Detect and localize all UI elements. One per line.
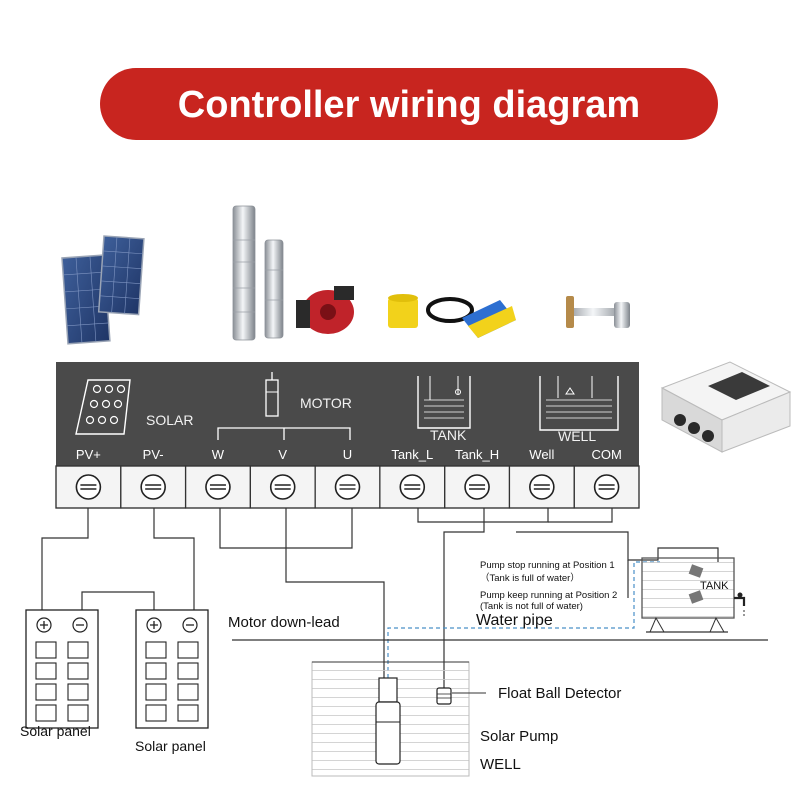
panel-tank-label: TANK xyxy=(430,427,467,443)
controller-box-icon xyxy=(660,361,792,453)
controller-panel: SOLAR MOTOR TANK WELL PV+ PV- W V U Tank_L Tan… xyxy=(56,362,639,466)
title-pill xyxy=(100,68,718,140)
minus-terminal-icon xyxy=(72,617,88,633)
wire-panel-series xyxy=(81,591,155,612)
terminal-block xyxy=(55,465,640,509)
terminal-label: COM xyxy=(591,447,621,462)
water-pipe-label: Water pipe xyxy=(476,612,553,629)
sensor-icon xyxy=(566,296,630,328)
pump-keep-note: (Tank is not full of water) xyxy=(480,601,583,612)
minus-terminal-icon xyxy=(182,617,198,633)
pump-stop-text: Pump stop running at Position 1 xyxy=(480,560,615,571)
title-banner: Controller wiring diagram xyxy=(100,68,718,140)
terminal-label: U xyxy=(343,447,352,462)
terminal-labels: PV+ PV- W V U Tank_L Tank_H Well COM xyxy=(76,447,622,462)
solar-pump-label: Solar Pump xyxy=(480,728,558,745)
wiring xyxy=(41,508,768,690)
wire-motor-v xyxy=(285,508,385,678)
terminal-com xyxy=(573,465,640,509)
float-ball-detector-label: Float Ball Detector xyxy=(498,685,621,702)
solar-panels xyxy=(25,609,209,729)
terminal-tank-h xyxy=(444,465,511,509)
solar-panel-icon xyxy=(61,235,145,345)
water-pipe-line xyxy=(387,561,660,678)
submersible-pump xyxy=(375,677,401,765)
pump-icon xyxy=(232,205,354,341)
terminal-label: Tank_L xyxy=(391,447,433,462)
plus-terminal-icon xyxy=(146,617,162,633)
terminal-label: V xyxy=(278,447,287,462)
terminal-label: W xyxy=(212,447,225,462)
well-label: WELL xyxy=(480,756,521,773)
solar-panel-left-label: Solar panel xyxy=(20,723,91,739)
panel-solar-label: SOLAR xyxy=(146,412,193,428)
terminal-pv- xyxy=(120,465,187,509)
pump-stop-note: （Tank is full of water） xyxy=(480,572,580,584)
terminal-u xyxy=(314,465,381,509)
panel-motor-label: MOTOR xyxy=(300,395,352,411)
terminal-cells xyxy=(55,465,640,509)
solar-panel-right xyxy=(135,609,209,729)
panel-background xyxy=(56,362,639,466)
wire-tank-h xyxy=(443,508,485,690)
faucet-icon xyxy=(734,592,746,616)
terminal-label: Tank_H xyxy=(455,447,499,462)
tank-label: TANK xyxy=(700,580,729,592)
terminal-label: PV+ xyxy=(76,447,101,462)
wire-well-com xyxy=(548,508,613,523)
plus-terminal-icon xyxy=(36,617,52,633)
terminal-label: PV- xyxy=(143,447,164,462)
float-position-2 xyxy=(688,590,704,604)
page-title: Controller wiring diagram xyxy=(178,84,640,126)
panel-well-label: WELL xyxy=(558,428,596,444)
well xyxy=(311,661,486,777)
panel-tank-icon xyxy=(417,376,471,429)
solar-panel-left xyxy=(25,609,99,729)
float-ball-detector-icon xyxy=(436,687,452,705)
float-position-1 xyxy=(688,564,704,578)
terminal-label: Well xyxy=(529,447,554,462)
motor-down-lead-label: Motor down-lead xyxy=(228,614,340,631)
panel-well-icon xyxy=(539,376,619,431)
float-switch-icon xyxy=(388,294,516,338)
panel-motor-icon xyxy=(217,372,351,440)
wire-pv-minus xyxy=(153,508,195,612)
water-tank: TANK xyxy=(641,557,746,633)
wire-tank-l xyxy=(417,508,549,523)
solar-panel-right-label: Solar panel xyxy=(135,738,206,754)
pump-keep-text: Pump keep running at Position 2 xyxy=(480,590,617,601)
wire-pv-plus xyxy=(41,508,89,612)
panel-solar-icon xyxy=(75,379,131,435)
